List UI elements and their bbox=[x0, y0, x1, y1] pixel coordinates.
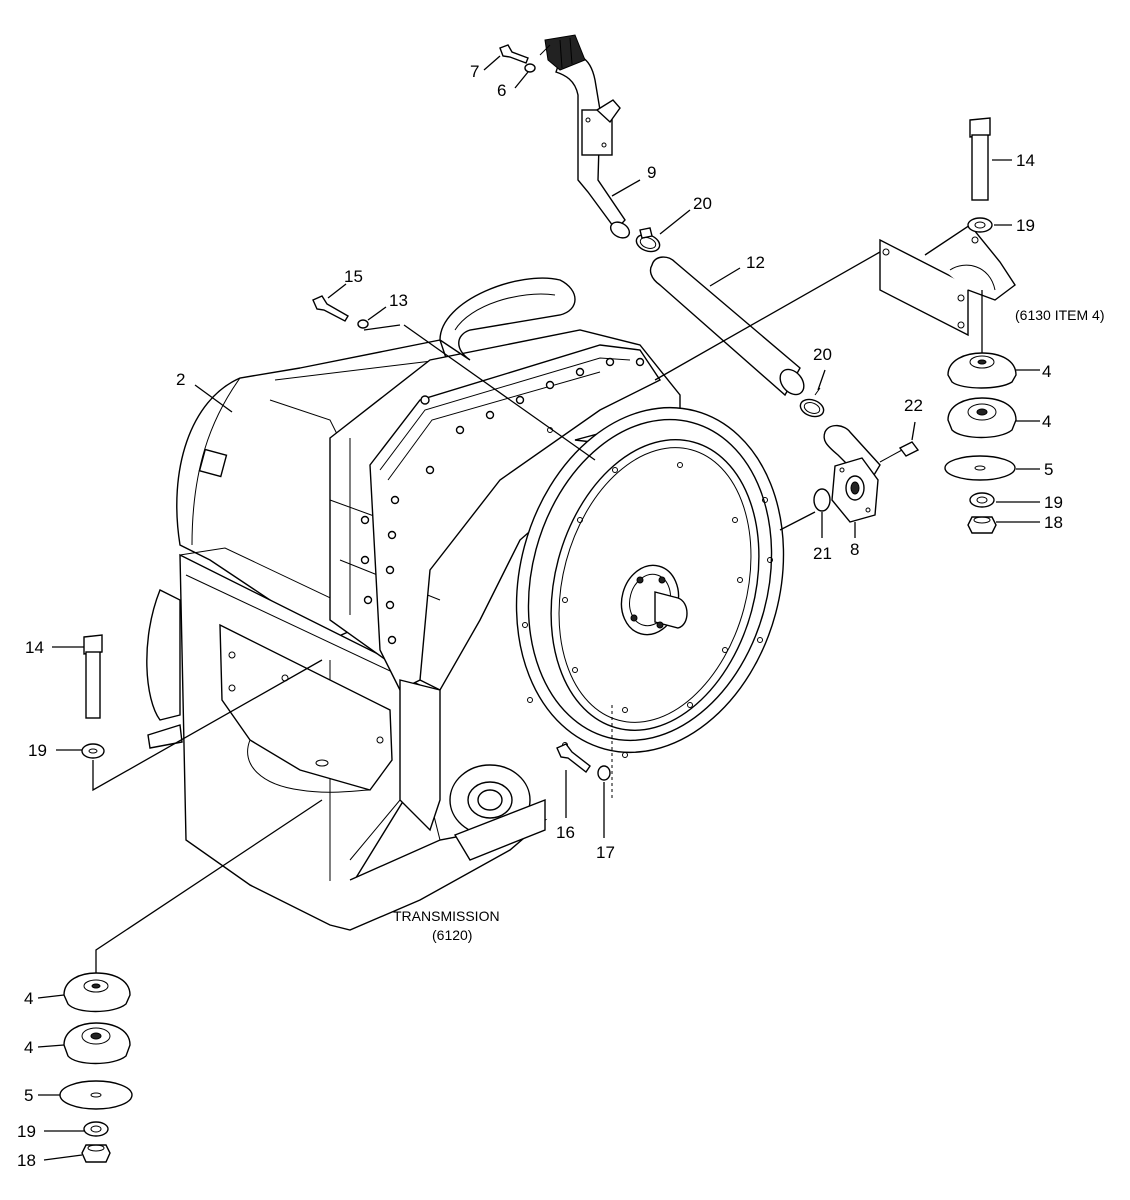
washer-13 bbox=[357, 319, 369, 329]
washer-19-left-bottom bbox=[83, 1121, 109, 1137]
callout-12: 12 bbox=[746, 253, 765, 272]
transmission-ref-caption: (6120) bbox=[432, 927, 472, 943]
isolator-4-right-lower bbox=[947, 397, 1017, 439]
washer-6 bbox=[524, 63, 536, 73]
callout-20-upper: 20 bbox=[693, 194, 712, 213]
callout-4-right-lower: 4 bbox=[1042, 412, 1051, 431]
callout-4-right-upper: 4 bbox=[1042, 362, 1051, 381]
callout-19-left-bottom: 19 bbox=[17, 1122, 36, 1141]
callout-22: 22 bbox=[904, 396, 923, 415]
callout-6: 6 bbox=[497, 81, 506, 100]
hose-12 bbox=[649, 256, 801, 397]
transmission-caption: TRANSMISSION bbox=[393, 908, 500, 924]
callout-4-left-upper: 4 bbox=[24, 989, 33, 1008]
housing-tab bbox=[198, 448, 228, 478]
callout-19-right-bottom: 19 bbox=[1044, 493, 1063, 512]
callout-17: 17 bbox=[596, 843, 615, 862]
bolt-22 bbox=[898, 441, 920, 457]
callout-21: 21 bbox=[813, 544, 832, 563]
callout-13: 13 bbox=[389, 291, 408, 310]
nut-18-left bbox=[81, 1144, 111, 1163]
callout-9: 9 bbox=[647, 163, 656, 182]
callout-5-left: 5 bbox=[24, 1086, 33, 1105]
washer-19-right-top bbox=[967, 217, 993, 233]
callout-5-right: 5 bbox=[1044, 460, 1053, 479]
callout-14-left: 14 bbox=[25, 638, 44, 657]
filter-loop bbox=[439, 277, 576, 361]
lower-mount-bracket bbox=[219, 623, 393, 791]
callout-19-right-top: 19 bbox=[1016, 216, 1035, 235]
washer-17 bbox=[597, 765, 611, 781]
callout-20-lower: 20 bbox=[813, 345, 832, 364]
plate-5-left bbox=[59, 1080, 133, 1110]
callout-16: 16 bbox=[556, 823, 575, 842]
clamp-20-lower bbox=[799, 398, 825, 418]
callout-2: 2 bbox=[176, 370, 185, 389]
bolt-14-right bbox=[969, 117, 991, 138]
bolt-16 bbox=[556, 743, 591, 774]
bolt-15 bbox=[312, 295, 349, 322]
bolt-7 bbox=[499, 44, 529, 64]
callout-18-right: 18 bbox=[1044, 513, 1063, 532]
isolator-4-left-lower bbox=[63, 1022, 131, 1065]
leader-lines bbox=[37, 55, 1040, 1161]
ref-6130-caption: (6130 ITEM 4) bbox=[1015, 307, 1104, 323]
callout-14-right: 14 bbox=[1016, 151, 1035, 170]
callout-15: 15 bbox=[344, 267, 363, 286]
nut-18-right bbox=[967, 516, 997, 534]
transmission-assembly bbox=[146, 277, 785, 931]
callout-19-left-top: 19 bbox=[28, 741, 47, 760]
housing-flange bbox=[369, 344, 662, 691]
callout-4-left-lower: 4 bbox=[24, 1038, 33, 1057]
o-ring-21 bbox=[813, 488, 831, 512]
washer-19-left-top bbox=[81, 743, 105, 759]
cooler-tube-assembly bbox=[312, 34, 920, 781]
right-mount-assembly bbox=[879, 117, 1017, 534]
left-mount-assembly bbox=[59, 634, 133, 1163]
right-mount-bracket bbox=[879, 238, 969, 337]
isolator-4-right-upper bbox=[947, 352, 1017, 389]
bolt-14-left bbox=[83, 634, 103, 655]
callout-7: 7 bbox=[470, 62, 479, 81]
plate-5-right bbox=[944, 455, 1016, 481]
callout-18-left: 18 bbox=[17, 1151, 36, 1170]
callout-8: 8 bbox=[850, 540, 859, 559]
washer-19-right-bottom bbox=[969, 492, 995, 508]
callout-numbers: 7 6 9 20 12 15 13 2 14 19 (6130 ITEM 4) … bbox=[17, 62, 1104, 1170]
